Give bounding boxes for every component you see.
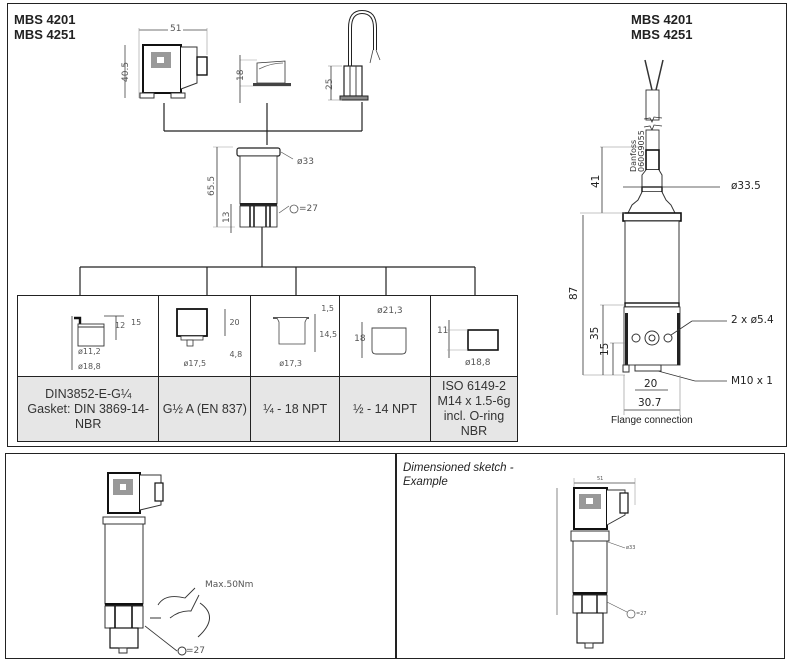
dim-diameter: ø33.5 [731,180,761,192]
sensor-body-drawing [213,146,299,233]
torque-label: Max.50Nm [205,580,254,590]
connection-dim: 11 [436,326,449,336]
connection-dim: ø18,8 [464,358,491,368]
connection-drawing-g12a: 20 4,8 ø17,5 [158,295,252,377]
connection-dim: ø17,5 [183,359,207,368]
dim-holes: 2 x ø5.4 [731,314,774,326]
body-length: 65.5 [207,175,217,196]
bottom-divider [395,453,397,659]
sketch-heading: Dimensioned sketch - Example [403,462,514,488]
connection-label-iso6149: ISO 6149-2 M14 x 1.5-6g incl. O-ring NBR [429,376,519,442]
mounting-drawing [102,472,210,656]
connection-drawing-iso6149: 11 ø18,8 [429,295,519,377]
connection-dim: 20 [229,318,240,327]
dimensioned-sketch-drawing [556,478,636,649]
plug-connector-lines [79,102,476,295]
mount-hex-label: =27 [186,646,205,656]
connection-label-12npt: ½ - 14 NPT [339,376,431,442]
connection-dim: ø21,3 [377,306,403,316]
connection-drawing-din3852: 15 12 ø11,2 ø18,8 [16,295,160,377]
dim-thread: M10 x 1 [731,375,773,387]
dim-15: 15 [599,342,611,356]
sketch-hex: =27 [636,611,647,617]
connection-dim: 18 [354,334,366,344]
sketch-diameter: ø33 [626,545,636,551]
connection-label-14npt: ¼ - 18 NPT [250,376,341,442]
sketch-width: 51 [597,476,604,482]
connections-table: 15 12 ø11,2 ø18,8 20 4,8 ø17,5 [16,295,519,442]
connection-label-g12a: G½ A (EN 837) [158,376,252,442]
connection-dim: 12 [115,321,126,330]
dim-30-7: 30.7 [638,397,662,409]
connection-dim: ø11,2 [78,347,101,356]
cable-gland-drawing [328,9,381,101]
connection-dim: 4,8 [229,350,243,359]
dim-20: 20 [644,378,658,390]
din-plug-width: 51 [168,24,184,34]
dim-41: 41 [590,174,602,188]
flange-caption: Flange connection [611,415,693,426]
connection-dim: ø18,8 [78,362,101,371]
cable-code: Danfoss 060G9055 [629,130,646,172]
top-left-title: MBS 4201 MBS 4251 [14,12,76,42]
connection-drawing-14npt: 1,5 14,5 ø17,3 [250,295,341,377]
connection-dim: 15 [131,318,142,327]
dim-35: 35 [589,326,601,340]
connections-drawing-row: 15 12 ø11,2 ø18,8 20 4,8 ø17,5 [16,295,519,377]
right-title: MBS 4201 MBS 4251 [631,12,693,42]
connection-dim: 14,5 [319,330,338,339]
top-panel [7,3,787,447]
body-hex: =27 [299,204,318,214]
flange-sensor-drawing [580,59,727,415]
body-diameter: ø33 [297,157,314,167]
dim-87: 87 [568,286,580,300]
connection-drawing-12npt: ø21,3 18 [339,295,431,377]
flat-plug-drawing [239,55,291,103]
connection-dim: ø17,3 [279,359,302,368]
connections-label-row: DIN3852-E-G¼ Gasket: DIN 3869-14-NBR G½ … [16,376,519,442]
body-hex-height: 13 [222,211,232,223]
connection-label-din3852: DIN3852-E-G¼ Gasket: DIN 3869-14-NBR [16,376,160,442]
connection-dim: 1,5 [321,304,334,313]
